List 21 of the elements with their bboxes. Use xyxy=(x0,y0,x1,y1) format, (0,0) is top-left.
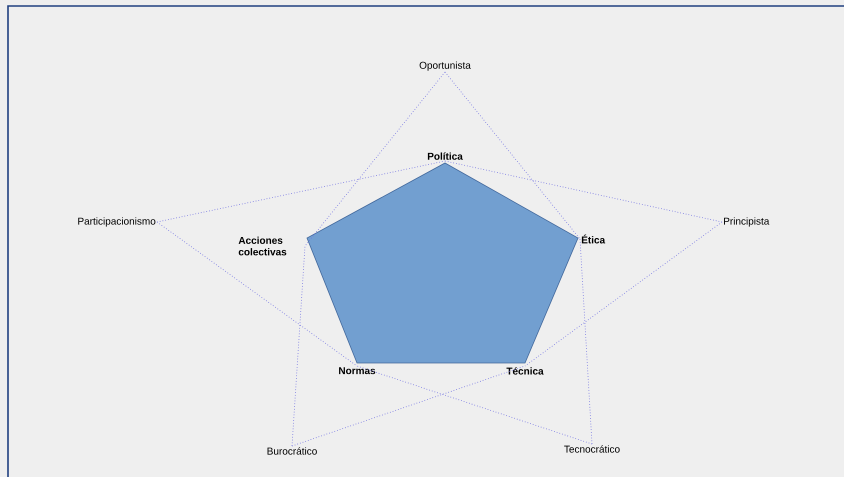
vertex-label: Acciones colectivas xyxy=(238,236,286,256)
dotted-line xyxy=(444,160,722,222)
pentagon xyxy=(306,162,579,364)
vertex-label: Normas xyxy=(339,367,376,374)
type-label: Tecnocrático xyxy=(564,445,620,453)
type-label: Burocrático xyxy=(268,447,317,455)
vertex-label: Ética xyxy=(582,234,606,244)
dotted-line xyxy=(580,238,592,444)
type-label: Participacionismo xyxy=(78,217,156,227)
dotted-line xyxy=(156,160,446,222)
vertex-label: Política xyxy=(428,152,463,160)
dotted-line xyxy=(524,222,722,366)
dotted-line xyxy=(444,72,580,240)
dotted-line xyxy=(356,366,592,444)
dotted-line xyxy=(292,366,526,446)
type-label: Principista xyxy=(724,217,770,227)
type-label: Oportunista xyxy=(420,61,471,71)
dotted-line xyxy=(156,222,358,366)
dotted-line xyxy=(292,246,306,446)
dotted-line xyxy=(304,72,446,246)
vertex-label: Técnica xyxy=(506,367,544,375)
